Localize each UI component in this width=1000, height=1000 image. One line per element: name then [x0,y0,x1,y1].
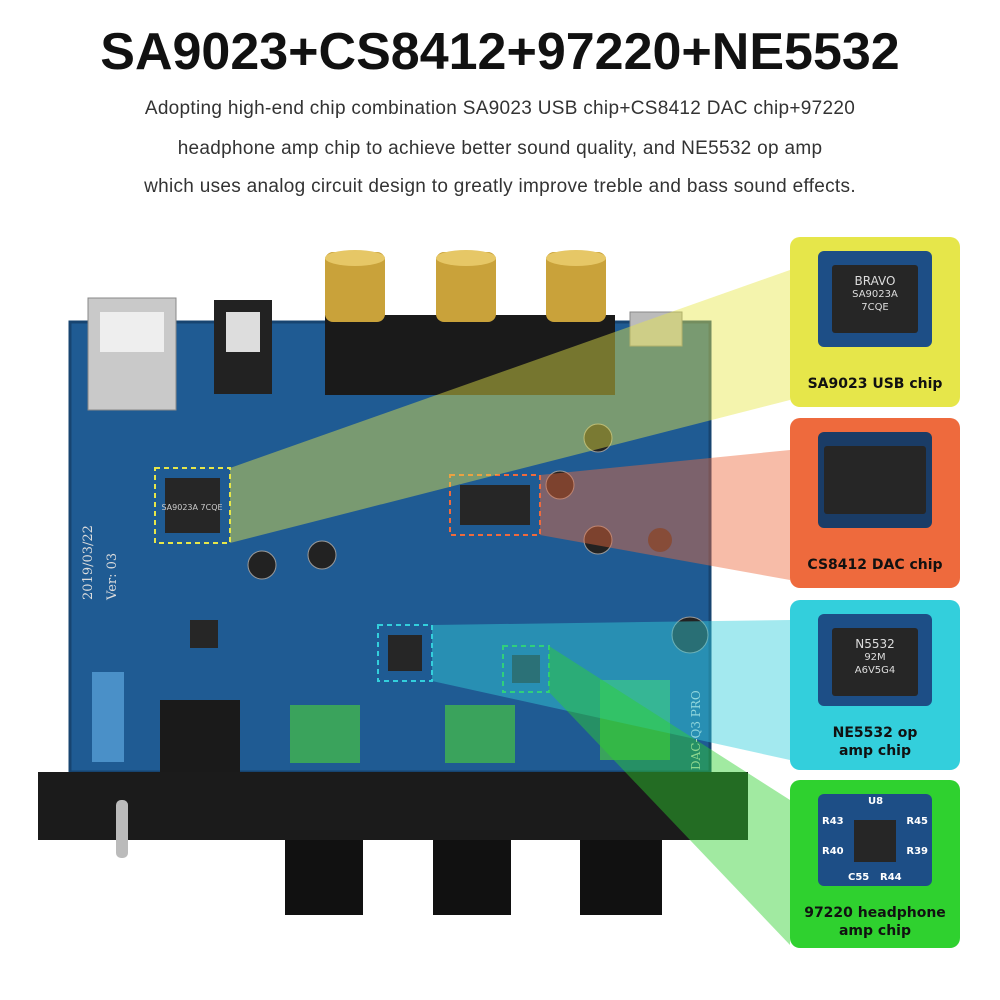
description-line-3: which uses analog circuit design to grea… [144,176,856,197]
knob [433,840,511,915]
knob [285,840,363,915]
ne5532-chip [388,635,422,671]
rca-jack [546,252,606,322]
knob [580,840,662,915]
rca-jack [436,252,496,322]
callout-97220: U8 R43 R45 R40 R39 C55 R44 97220 headpho… [790,780,960,948]
switch [92,672,124,762]
volume-pot [445,705,515,763]
volume-pot [290,705,360,763]
description-line-1: Adopting high-end chip combination SA902… [144,98,856,119]
page-title: SA9023+CS8412+97220+NE5532 [100,23,900,81]
description-line-2: headphone amp chip to achieve better sou… [177,138,823,159]
rca-block [325,315,615,395]
callout-label: SA9023 USB chip [807,376,943,392]
svg-text:2019/03/22: 2019/03/22 [81,525,96,600]
cs8412-chip [460,485,530,525]
rca-jack [325,252,385,322]
svg-text:SA9023A 7CQE: SA9023A 7CQE [161,503,222,512]
callout-ne5532: N5532 92M A6V5G4 NE5532 op amp chip [790,600,960,770]
svg-text:Ver: 03: Ver: 03 [105,553,120,601]
97220-chip [512,655,540,683]
headphone-jack [160,700,240,772]
callout-label: CS8412 DAC chip [807,557,943,573]
volume-pot [600,680,670,760]
callout-sa9023: BRAVO SA9023A 7CQE SA9023 USB chip [790,237,960,407]
callout-cs8412: CS8412 DAC chip [790,418,960,588]
front-panel [38,772,748,840]
sa9023-chip [165,478,220,533]
svg-text:DAC-Q3 PRO: DAC-Q3 PRO [689,690,703,770]
